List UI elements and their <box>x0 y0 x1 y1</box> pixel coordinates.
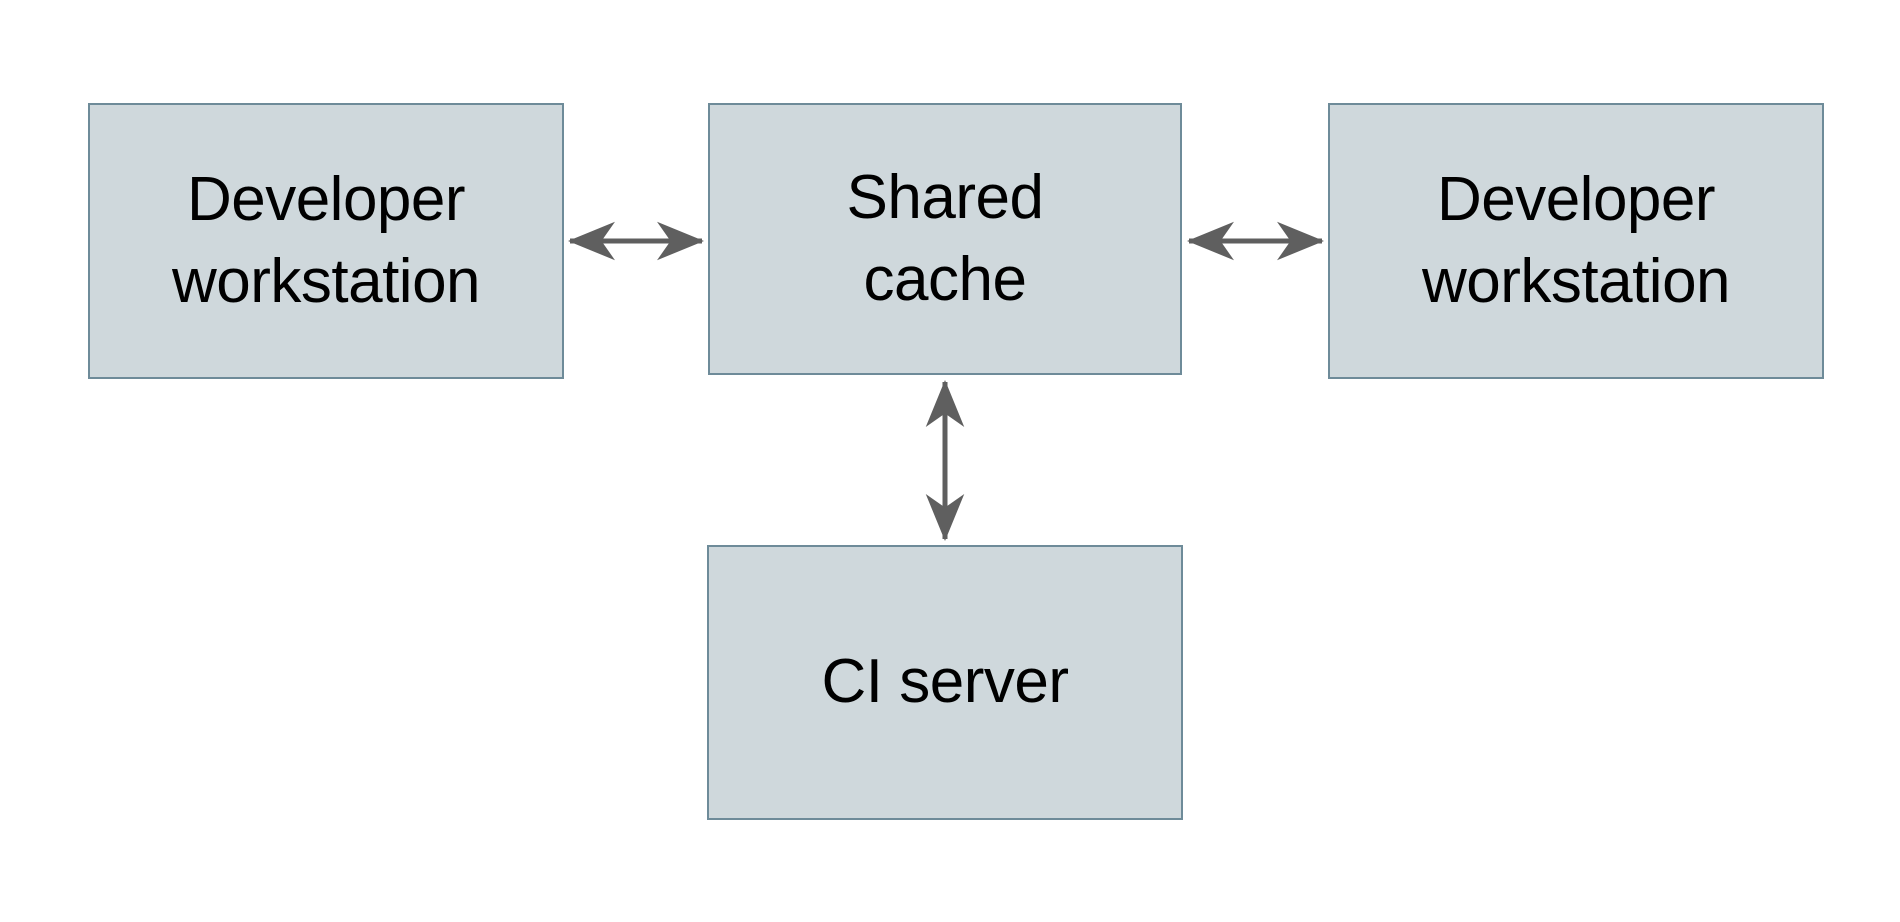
node-ci-server[interactable]: CI server <box>707 545 1183 820</box>
node-developer-workstation-left[interactable]: Developer workstation <box>88 103 564 379</box>
node-label: Developer workstation <box>1421 164 1731 316</box>
node-label: Shared cache <box>846 162 1044 314</box>
node-label: Developer workstation <box>171 164 481 316</box>
node-shared-cache[interactable]: Shared cache <box>708 103 1182 375</box>
node-label: CI server <box>821 647 1069 717</box>
node-developer-workstation-right[interactable]: Developer workstation <box>1328 103 1824 379</box>
